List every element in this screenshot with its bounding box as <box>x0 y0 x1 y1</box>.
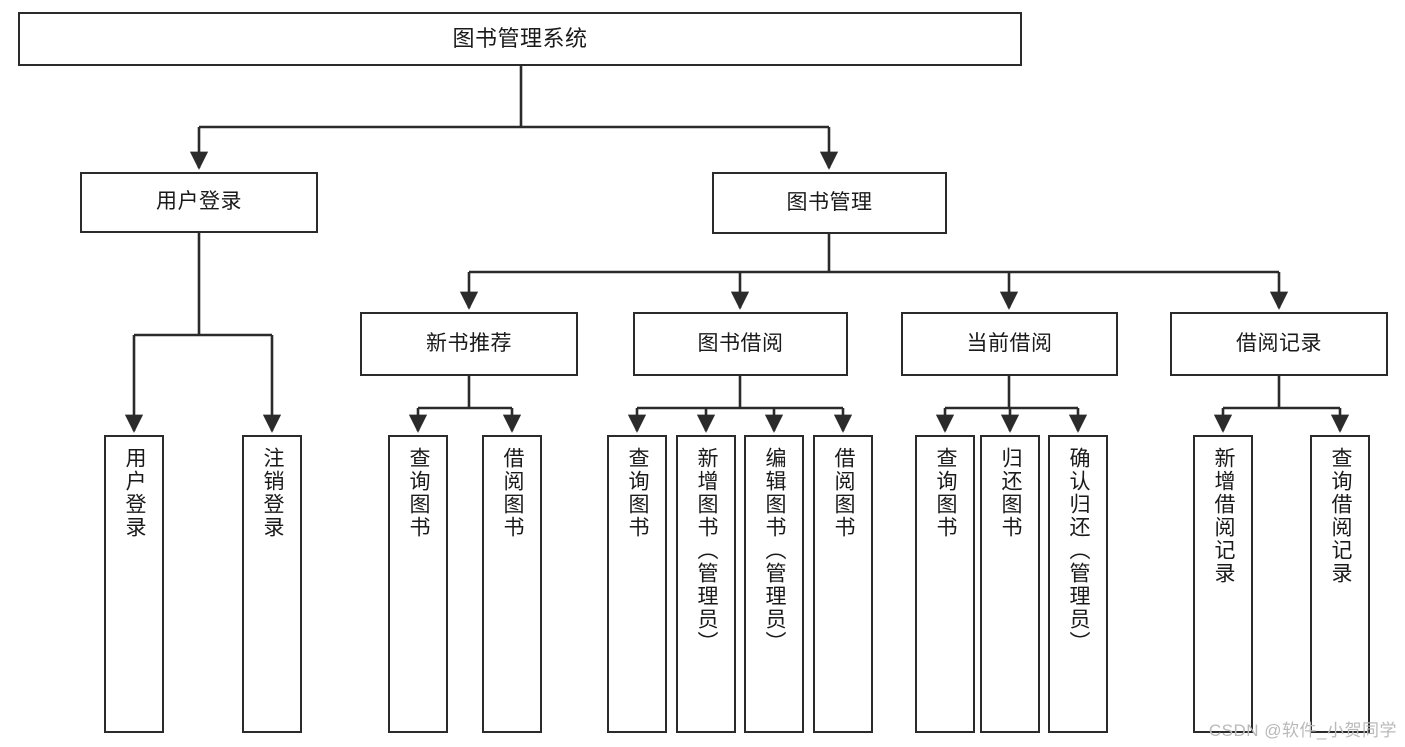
node-leaf-new-book-2[interactable]: 借阅图书 <box>482 435 542 733</box>
node-leaf-borrow-record-1-label: 新增借阅记录 <box>1212 447 1236 585</box>
node-leaf-user-login-1-label: 用户登录 <box>123 447 147 539</box>
node-leaf-current-borrow-1-label: 查询图书 <box>934 447 958 539</box>
node-book-borrow[interactable]: 图书借阅 <box>633 312 848 376</box>
node-user-login[interactable]: 用户登录 <box>80 172 318 233</box>
node-leaf-book-borrow-4[interactable]: 借阅图书 <box>813 435 873 733</box>
node-leaf-current-borrow-1[interactable]: 查询图书 <box>915 435 975 733</box>
node-book-borrow-label: 图书借阅 <box>697 331 784 355</box>
node-leaf-book-borrow-3[interactable]: 编辑图书（管理员） <box>744 435 804 733</box>
node-leaf-current-borrow-2-label: 归还图书 <box>999 447 1023 539</box>
node-leaf-user-login-2[interactable]: 注销登录 <box>242 435 302 733</box>
node-leaf-borrow-record-2-label: 查询借阅记录 <box>1329 447 1353 585</box>
node-leaf-current-borrow-3[interactable]: 确认归还（管理员） <box>1048 435 1108 733</box>
node-root-system-label: 图书管理系统 <box>452 26 588 52</box>
node-leaf-new-book-1-label: 查询图书 <box>407 447 431 539</box>
node-current-borrow[interactable]: 当前借阅 <box>901 312 1118 376</box>
node-leaf-book-borrow-2[interactable]: 新增图书（管理员） <box>676 435 736 733</box>
node-leaf-book-borrow-4-label: 借阅图书 <box>832 447 856 539</box>
node-leaf-new-book-2-label: 借阅图书 <box>501 447 525 539</box>
node-leaf-book-borrow-3-label: 编辑图书（管理员） <box>763 447 787 654</box>
node-current-borrow-label: 当前借阅 <box>966 331 1053 355</box>
node-borrow-record-label: 借阅记录 <box>1236 331 1322 355</box>
node-new-book-recommend-label: 新书推荐 <box>426 331 512 355</box>
node-new-book-recommend[interactable]: 新书推荐 <box>360 312 578 376</box>
node-leaf-new-book-1[interactable]: 查询图书 <box>388 435 448 733</box>
node-borrow-record[interactable]: 借阅记录 <box>1170 312 1388 376</box>
node-book-manage-label: 图书管理 <box>786 190 873 214</box>
node-user-login-label: 用户登录 <box>156 190 242 214</box>
node-leaf-current-borrow-2[interactable]: 归还图书 <box>980 435 1040 733</box>
node-leaf-borrow-record-2[interactable]: 查询借阅记录 <box>1310 435 1370 733</box>
node-leaf-book-borrow-1-label: 查询图书 <box>626 447 650 539</box>
node-leaf-book-borrow-2-label: 新增图书（管理员） <box>695 447 719 654</box>
watermark-text: CSDN @软件_小贺同学 <box>1208 721 1397 740</box>
node-leaf-borrow-record-1[interactable]: 新增借阅记录 <box>1193 435 1253 733</box>
node-leaf-book-borrow-1[interactable]: 查询图书 <box>607 435 667 733</box>
node-leaf-current-borrow-3-label: 确认归还（管理员） <box>1067 447 1091 654</box>
node-leaf-user-login-1[interactable]: 用户登录 <box>104 435 164 733</box>
node-root-system[interactable]: 图书管理系统 <box>18 12 1022 66</box>
node-leaf-user-login-2-label: 注销登录 <box>261 447 285 539</box>
node-book-manage[interactable]: 图书管理 <box>712 172 947 234</box>
